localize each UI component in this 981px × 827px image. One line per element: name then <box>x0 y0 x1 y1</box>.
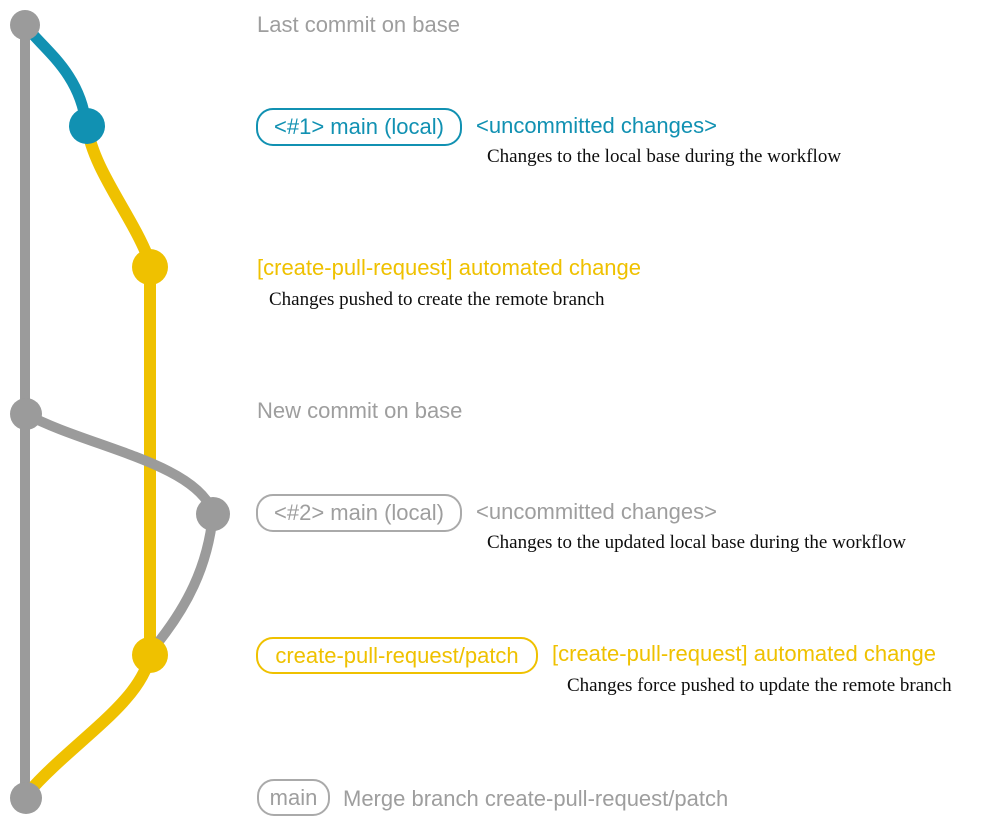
patch-branch-out-curve <box>81 120 155 266</box>
commit-dot-patch-2 <box>132 637 168 673</box>
commit-tag-automated-1: [create-pull-request] automated change <box>257 255 642 280</box>
commit-dot-main-local-2 <box>196 497 230 531</box>
caption-new-commit: New commit on base <box>257 398 463 423</box>
commit-tag-uncommitted-2: <uncommitted changes> <box>476 499 717 524</box>
patch-merge-curve <box>21 649 156 800</box>
commit-dot-base-new <box>10 398 42 430</box>
commit-dot-base-last <box>10 10 40 40</box>
main-local-1-branch-curve <box>19 19 92 130</box>
commit-dot-base-merge <box>10 782 42 814</box>
commit-dot-main-local-1 <box>69 108 105 144</box>
branch-badge-patch: create-pull-request/patch <box>256 637 538 674</box>
commit-note-3: Changes to the updated local base during… <box>487 532 906 553</box>
branch-badge-main-local-2: <#2> main (local) <box>256 494 462 532</box>
commit-note-2: Changes pushed to create the remote bran… <box>269 289 605 310</box>
commit-note-1: Changes to the local base during the wor… <box>487 146 842 167</box>
main-local-2-branch-curve <box>21 409 217 515</box>
caption-last-commit: Last commit on base <box>257 12 460 37</box>
commit-dot-patch-1 <box>132 249 168 285</box>
commit-note-4: Changes force pushed to update the remot… <box>567 675 952 696</box>
commit-tag-merge: Merge branch create-pull-request/patch <box>343 786 729 811</box>
branch-badge-main: main <box>257 779 330 816</box>
branch-badge-main-local-1: <#1> main (local) <box>256 108 462 146</box>
main-local-2-merge-curve <box>147 509 218 655</box>
commit-tag-automated-2: [create-pull-request] automated change <box>552 641 937 666</box>
commit-tag-uncommitted-1: <uncommitted changes> <box>476 113 717 138</box>
